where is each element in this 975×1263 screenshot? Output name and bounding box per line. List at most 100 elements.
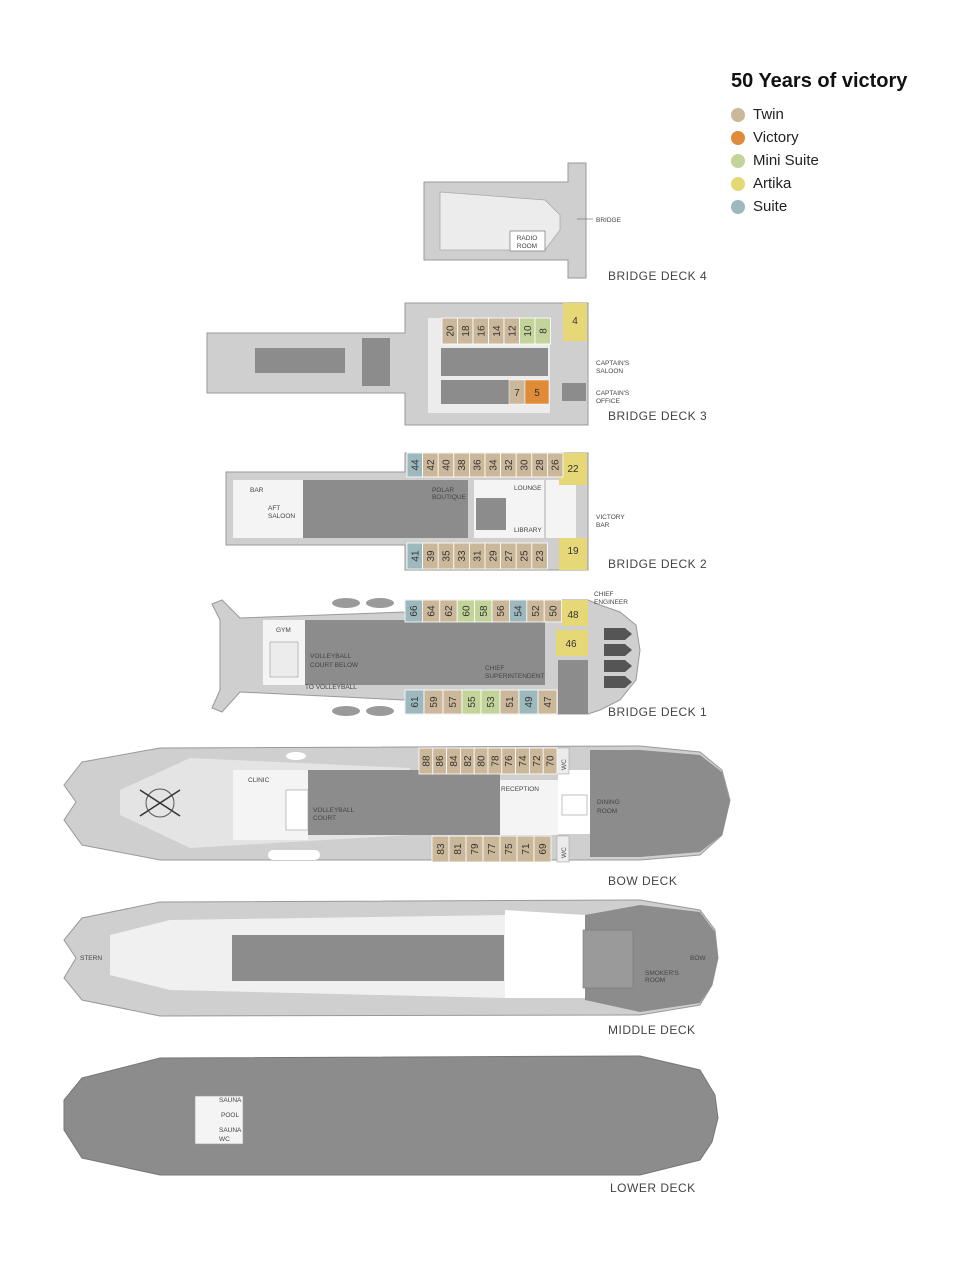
cabin-number: 88	[421, 755, 432, 767]
aft-saloon-label-1: AFT	[268, 505, 280, 512]
cabin-number: 70	[546, 755, 557, 767]
cabin-number: 25	[520, 550, 531, 562]
cabin-number: 58	[479, 605, 490, 617]
bridge-deck-1: GYM VOLLEYBALL COURT BELOW TO VOLLEYBALL…	[211, 591, 707, 719]
stern-label: STERN	[80, 955, 102, 962]
polar-boutique-label-1: POLAR	[432, 487, 454, 494]
bridge-deck-1-title: BRIDGE DECK 1	[608, 705, 707, 719]
legend-label: Suite	[753, 198, 788, 215]
library-label: LIBRARY	[514, 527, 542, 534]
cabin-number: 36	[473, 459, 484, 471]
lounge-label: LOUNGE	[514, 485, 542, 492]
legend-label: Victory	[753, 129, 799, 146]
chief-engineer-label-2: ENGINEER	[594, 599, 628, 606]
cabin-number: 76	[504, 755, 515, 767]
bridge-deck-2: BAR AFT SALOON POLAR BOUTIQUE LOUNGE LIB…	[225, 452, 707, 571]
to-volleyball-label: TO VOLLEYBALL	[305, 684, 357, 691]
gym-label: GYM	[276, 627, 291, 634]
legend-swatch-icon	[731, 176, 745, 191]
legend-item: Mini Suite	[731, 149, 907, 172]
pool-label: POOL	[221, 1112, 239, 1119]
victory-bar-label-1: VICTORY	[596, 514, 625, 521]
cabin-number: 47	[543, 696, 554, 708]
cabin-4: 4	[572, 316, 578, 327]
cabin-7: 7	[514, 388, 520, 399]
cabin-cell	[542, 747, 558, 775]
cabin-number: 8	[538, 328, 549, 334]
bow-volleyball-label-2: COURT	[313, 815, 336, 822]
bow-deck-title: BOW DECK	[608, 874, 677, 888]
cabin-number: 44	[410, 459, 421, 471]
cabin-number: 79	[470, 843, 481, 855]
captains-office-label-1: CAPTAIN'S	[596, 390, 630, 397]
dining-room-label-1: DINING	[597, 799, 620, 806]
legend-item: Victory	[731, 126, 907, 149]
cabin-number: 27	[504, 550, 515, 562]
cabin-number: 78	[490, 755, 501, 767]
cabin-number: 75	[504, 843, 515, 855]
legend-item: Artika	[731, 172, 907, 195]
cabin-number: 30	[520, 459, 531, 471]
cabin-number: 31	[473, 550, 484, 562]
cabin-number: 10	[523, 325, 534, 337]
wc-top-label: WC	[561, 759, 568, 770]
polar-boutique-label-2: BOUTIQUE	[432, 494, 467, 501]
cabin-19: 19	[567, 546, 579, 557]
cabin-cell	[531, 542, 548, 570]
bridge-deck-3: 4 7 5 CAPTAIN'S SALOON CAPTAIN'S OFFICE …	[206, 302, 707, 426]
legend-title: 50 Years of victory	[731, 70, 908, 92]
middle-bow-label: BOW	[690, 955, 706, 962]
cabin-number: 64	[427, 605, 438, 617]
lifeboats	[604, 628, 632, 688]
cabin-cell	[533, 835, 552, 863]
bridge-deck-3-title: BRIDGE DECK 3	[608, 409, 707, 423]
cabin-number: 69	[538, 843, 549, 855]
cabin-number: 59	[429, 696, 440, 708]
legend-swatch-icon	[731, 107, 745, 122]
lower-wc-label: WC	[219, 1136, 230, 1143]
cabin-number: 66	[409, 605, 420, 617]
cabin-cell	[534, 317, 551, 345]
cabin-number: 20	[445, 325, 456, 337]
cabin-number: 41	[410, 550, 421, 562]
cabin-48: 48	[567, 610, 579, 621]
cabin-number: 56	[496, 605, 507, 617]
legend-label: Twin	[753, 106, 784, 123]
cabin-number: 39	[426, 550, 437, 562]
legend-label: Mini Suite	[753, 152, 819, 169]
cabin-number: 53	[486, 696, 497, 708]
dining-room-label-2: ROOM	[597, 808, 617, 815]
cabin-number: 12	[507, 325, 518, 337]
volleyball-court-label-2: COURT BELOW	[310, 662, 359, 669]
cabin-number: 62	[444, 605, 455, 617]
cabin-5: 5	[534, 388, 540, 399]
cabin-number: 40	[442, 459, 453, 471]
helipad-icon	[139, 788, 181, 818]
cabin-number: 16	[476, 325, 487, 337]
cabin-number: 50	[548, 605, 559, 617]
legend-item: Twin	[731, 103, 907, 126]
cabin-number: 42	[426, 459, 437, 471]
volleyball-court-label-1: VOLLEYBALL	[310, 653, 352, 660]
cabin-number: 81	[453, 843, 464, 855]
cabin-number: 49	[524, 696, 535, 708]
cabin-number: 71	[521, 843, 532, 855]
cabin-number: 60	[461, 605, 472, 617]
cabin-cell	[547, 452, 564, 478]
legend-swatch-icon	[731, 199, 745, 214]
cabin-number: 18	[461, 325, 472, 337]
cabin-number: 23	[535, 550, 546, 562]
cabin-number: 84	[449, 755, 460, 767]
smokers-room-label-1: SMOKER'S	[645, 970, 679, 977]
bridge-deck-4-title: BRIDGE DECK 4	[608, 269, 707, 283]
chief-engineer-label-1: CHIEF	[594, 591, 614, 598]
cabin-number: 77	[487, 843, 498, 855]
bow-deck: CLINIC VOLLEYBALL COURT RECEPTION DINING…	[63, 745, 731, 888]
cabin-number: 34	[488, 459, 499, 471]
